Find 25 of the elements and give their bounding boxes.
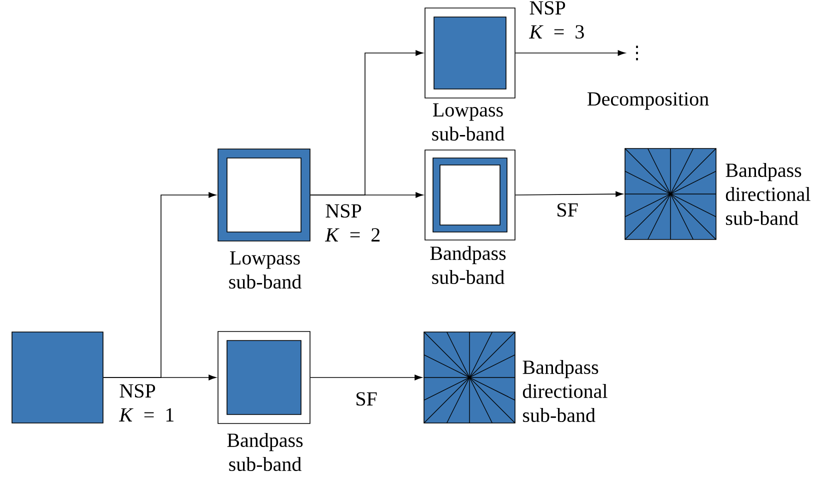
node-label: Lowpass sub-band	[229, 251, 302, 289]
subband-box: Bandpass sub-band	[424, 150, 516, 284]
subband-box: Bandpass sub-band	[218, 331, 310, 472]
arrow	[515, 50, 626, 56]
arrow	[103, 374, 216, 380]
subband-box: Lowpass sub-band	[218, 148, 310, 289]
edge-label: SF	[356, 392, 377, 406]
node-label: Bandpass sub-band	[430, 246, 506, 284]
directional-subband-box: Bandpass directional sub-band	[424, 332, 608, 424]
arrow	[310, 374, 422, 380]
node-label: Bandpass sub-band	[227, 432, 303, 472]
edge-label: NSP K = 1	[118, 384, 174, 422]
node-label: Bandpass directional sub-band	[726, 162, 810, 226]
arrow	[310, 192, 424, 198]
node-label: Bandpass directional sub-band	[522, 360, 608, 422]
label-text: Decomposition	[587, 92, 709, 110]
edge-label: SF	[558, 203, 578, 217]
ellipsis-text: ⋮	[636, 46, 638, 60]
directional-subband-box: Bandpass directional sub-band	[624, 148, 810, 240]
subband-box: Lowpass sub-band	[424, 8, 516, 141]
arrow	[515, 191, 624, 197]
input-square	[12, 332, 104, 424]
edge-label: NSP K = 3	[528, 1, 584, 39]
edge-label: NSP K = 2	[324, 204, 380, 242]
node-label: Lowpass sub-band	[432, 103, 504, 141]
